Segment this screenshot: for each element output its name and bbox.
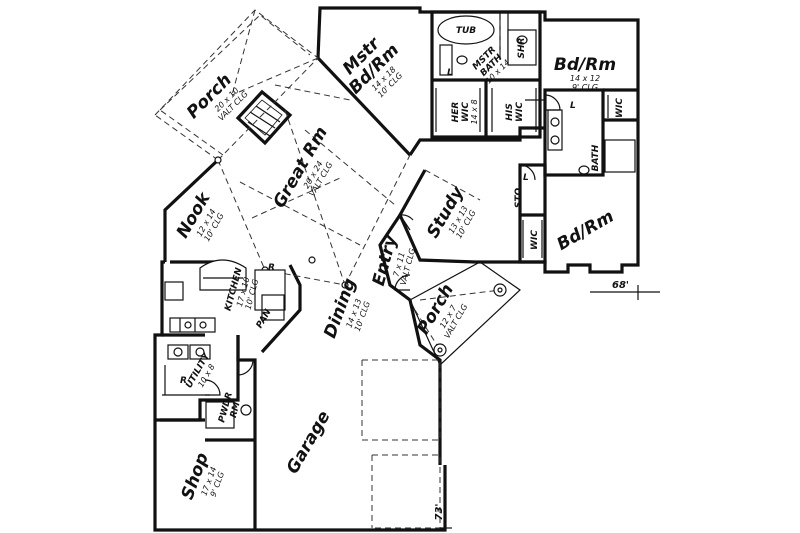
wic-se-label: WIC — [530, 230, 540, 250]
mark-r-kitchen: R — [268, 263, 275, 273]
wic-ne-label: WIC — [615, 98, 625, 118]
her-wic-label-1: HER — [451, 102, 461, 123]
bath-fixtures — [205, 15, 636, 429]
front-porch — [409, 261, 521, 367]
bath-label: BATH — [591, 144, 601, 171]
bedroom-ne-dim: 14 x 12 — [570, 74, 600, 83]
garage-label: Garage — [283, 408, 335, 478]
study-ceiling — [424, 20, 501, 201]
mark-l-master: L — [447, 68, 453, 78]
sto-label: STO — [514, 188, 524, 209]
mark-r-utility: R — [180, 376, 187, 386]
utility-fixtures — [162, 344, 211, 396]
bedroom-ne-clg: 9' CLG — [572, 83, 598, 92]
kitchen-fixtures — [164, 259, 286, 333]
dimension-bottom-label: 73' — [434, 504, 445, 521]
closet-shelving — [435, 88, 609, 258]
mark-l-ne: L — [570, 101, 576, 111]
his-wic-label-2: WIC — [515, 102, 525, 122]
her-wic-label-2: WIC — [461, 102, 471, 122]
bedroom-se-label: Bd/Rm — [554, 206, 618, 254]
bedroom-ne-label: Bd/Rm — [554, 55, 616, 75]
garage-doors — [361, 359, 441, 529]
dimension-right-label: 68' — [612, 280, 629, 291]
rear-porch-outline — [154, 9, 319, 161]
fireplace — [235, 89, 293, 146]
his-wic-label-1: HIS — [505, 103, 515, 120]
shr-label: SHR — [517, 37, 527, 58]
powder-label-2: RM — [229, 401, 243, 419]
her-wic-dim: 14 x 8 — [470, 99, 479, 124]
tub-label: TUB — [456, 26, 476, 36]
door-swings — [204, 94, 561, 396]
dimension-lines — [440, 285, 660, 530]
overall-dimensions: 68' 73' — [434, 280, 629, 520]
mark-l-study: L — [523, 173, 529, 183]
great-room-ceiling — [214, 57, 411, 289]
